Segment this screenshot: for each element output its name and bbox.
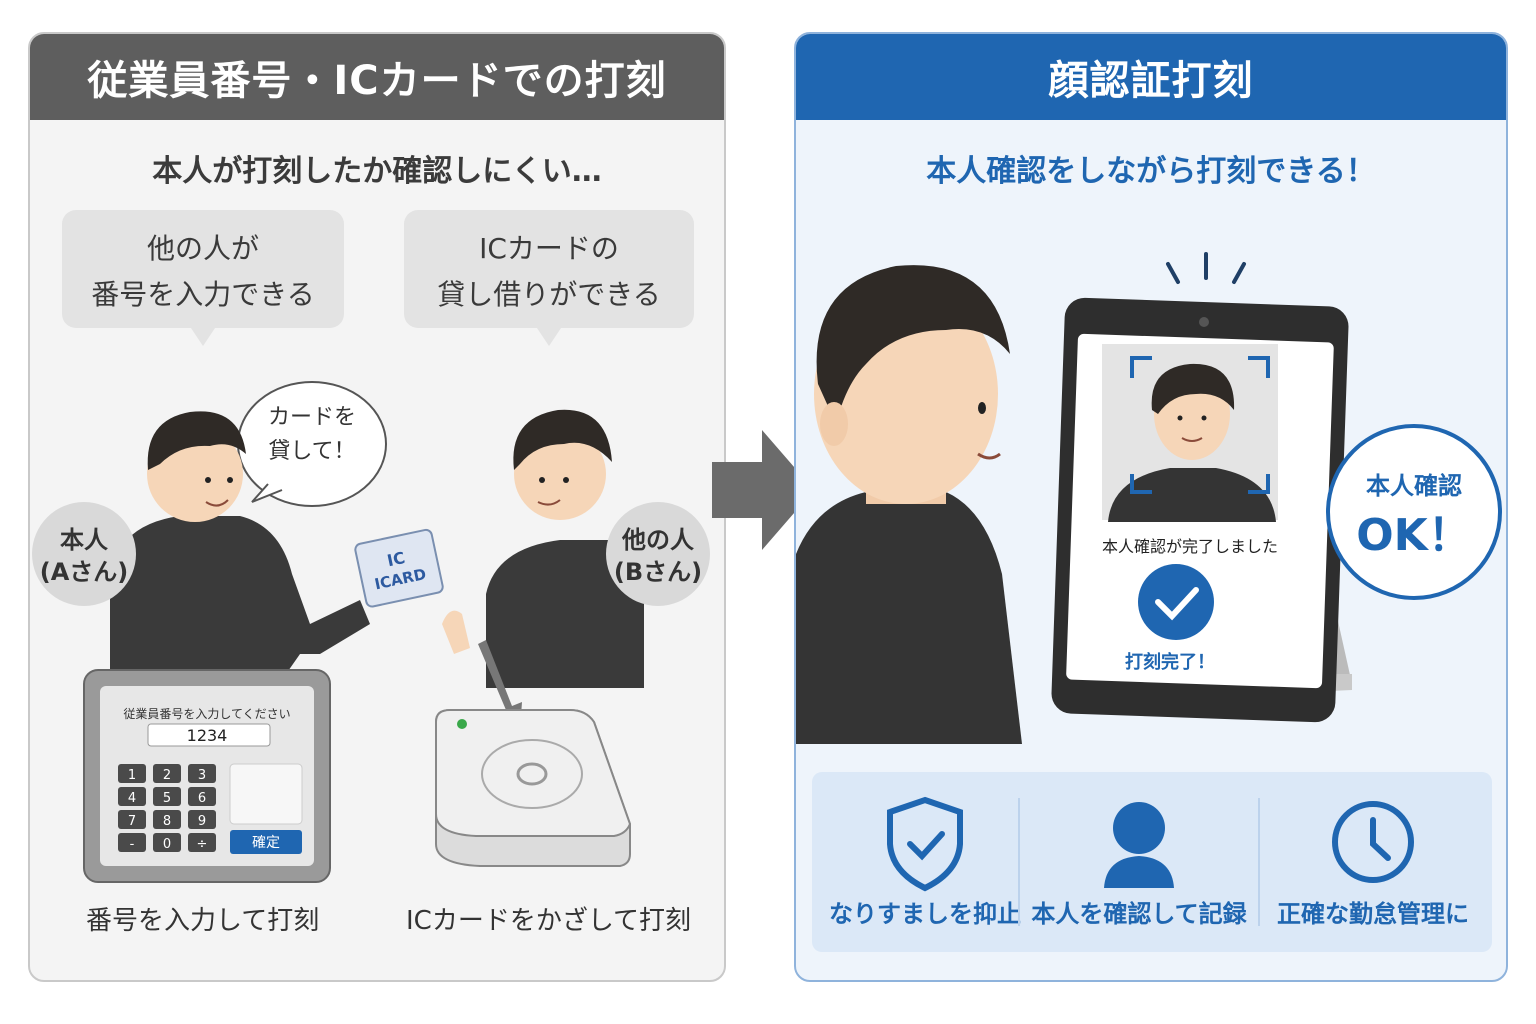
person-a-name: 本人 [60, 526, 108, 554]
ok-badge-line1: 本人確認 [1366, 472, 1462, 500]
signal-icon [1166, 252, 1246, 284]
keypad-key-label: 2 [163, 768, 171, 783]
terminal-prompt: 従業員番号を入力してください [123, 707, 290, 721]
divider [1018, 798, 1020, 926]
face-recognition-tablet: 本人確認が完了しました 打刻完了！ [1051, 297, 1352, 723]
feature-label-3: 正確な勤怠管理に [1277, 900, 1469, 928]
left-panel: 従業員番号・ICカードでの打刻 本人が打刻したか確認しにくい… 他の人が 番号を… [28, 32, 726, 982]
keypad-key [118, 810, 146, 829]
keypad-key-label: 1 [128, 768, 136, 783]
feature-box: なりすましを抑止 本人を確認して記録 正確な勤怠管理に [812, 772, 1492, 952]
caption-ic-card: ICカードをかざして打刻 [406, 906, 692, 936]
right-panel: 顔認証打刻 本人確認をしながら打刻できる！ [794, 32, 1508, 982]
screen-message: 本人確認が完了しました [1102, 537, 1278, 556]
keypad-key-label: 6 [198, 791, 206, 806]
person-b-name: 他の人 [622, 526, 694, 554]
speech-line2: 貸して！ [268, 439, 355, 464]
keypad-key-label: 3 [198, 768, 206, 783]
keypad-key [153, 833, 181, 852]
bubble2-line2: 貸し借りができる [437, 278, 661, 311]
keypad-key-label: 7 [128, 814, 136, 829]
arrow-right-icon [712, 430, 814, 550]
left-panel-title: 従業員番号・ICカードでの打刻 [30, 34, 724, 120]
bubble1-line1: 他の人が [146, 232, 259, 265]
person-a-figure [110, 411, 370, 674]
person-a-sub: (Aさん) [39, 558, 129, 586]
keypad: 1 2 3 4 5 6 7 8 9 - 0 ÷ [118, 764, 216, 852]
keypad-key-label: 0 [163, 837, 171, 852]
caption-number-input: 番号を入力して打刻 [86, 906, 320, 936]
keypad-key-label: 5 [163, 791, 171, 806]
keypad-key [153, 787, 181, 806]
ok-badge-line2: OK！ [1356, 510, 1472, 561]
bubble-card-lending: ICカードの 貸し借りができる [404, 210, 694, 346]
divider [1258, 798, 1260, 926]
keypad-key [118, 833, 146, 852]
left-panel-subtitle: 本人が打刻したか確認しにくい… [152, 154, 602, 189]
shield-check-icon [887, 796, 963, 892]
bubble2-line1: ICカードの [479, 232, 619, 265]
feature-identity-record: 本人を確認して記録 [1026, 772, 1252, 952]
right-panel-subtitle: 本人確認をしながら打刻できる！ [926, 154, 1376, 189]
terminal-value: 1234 [187, 726, 228, 745]
feature-attendance: 正確な勤怠管理に [1260, 772, 1486, 952]
left-illustration: カードを 貸して！ IC ICARD [83, 381, 644, 883]
right-panel-title: 顔認証打刻 [796, 34, 1506, 120]
keypad-key-label: 4 [128, 791, 136, 806]
user-figure [796, 265, 1022, 744]
keypad-key [153, 810, 181, 829]
person-b-label: 他の人 (Bさん) [606, 502, 710, 606]
keypad-key-label: - [130, 837, 135, 852]
keypad-key-label: 9 [198, 814, 206, 829]
feature-spoof-prevention: なりすましを抑止 [812, 772, 1038, 952]
feature-label-2: 本人を確認して記録 [1031, 900, 1247, 928]
person-b-sub: (Bさん) [613, 558, 703, 586]
confirm-button: 確定 [252, 835, 280, 851]
ic-card: IC ICARD [354, 528, 444, 608]
bubble1-line2: 番号を入力できる [91, 278, 315, 311]
clock-icon [1332, 801, 1414, 883]
keypad-key [118, 787, 146, 806]
keypad-key [188, 787, 216, 806]
right-illustration: 本人確認が完了しました 打刻完了！ 本人確認 OK！ [796, 252, 1502, 744]
speech-line1: カードを [268, 405, 356, 430]
keypad-key [188, 764, 216, 783]
keypad-key [188, 833, 216, 852]
ok-badge: 本人確認 OK！ [1326, 424, 1502, 600]
speech-bubble: カードを 貸して！ [237, 381, 387, 507]
ic-card-reader [435, 709, 632, 867]
keypad-key [153, 764, 181, 783]
person-a-label: 本人 (Aさん) [32, 502, 136, 606]
keypad-key [188, 810, 216, 829]
bubble-other-person-input: 他の人が 番号を入力できる [62, 210, 344, 346]
feature-label-1: なりすましを抑止 [829, 900, 1021, 928]
keypad-key-label: 8 [163, 814, 171, 829]
keypad-key [118, 764, 146, 783]
person-b-figure [442, 409, 644, 688]
card-text-1: IC [385, 548, 406, 570]
person-icon [1104, 802, 1174, 888]
screen-done: 打刻完了！ [1125, 651, 1215, 673]
keypad-key-label: ÷ [197, 837, 208, 852]
